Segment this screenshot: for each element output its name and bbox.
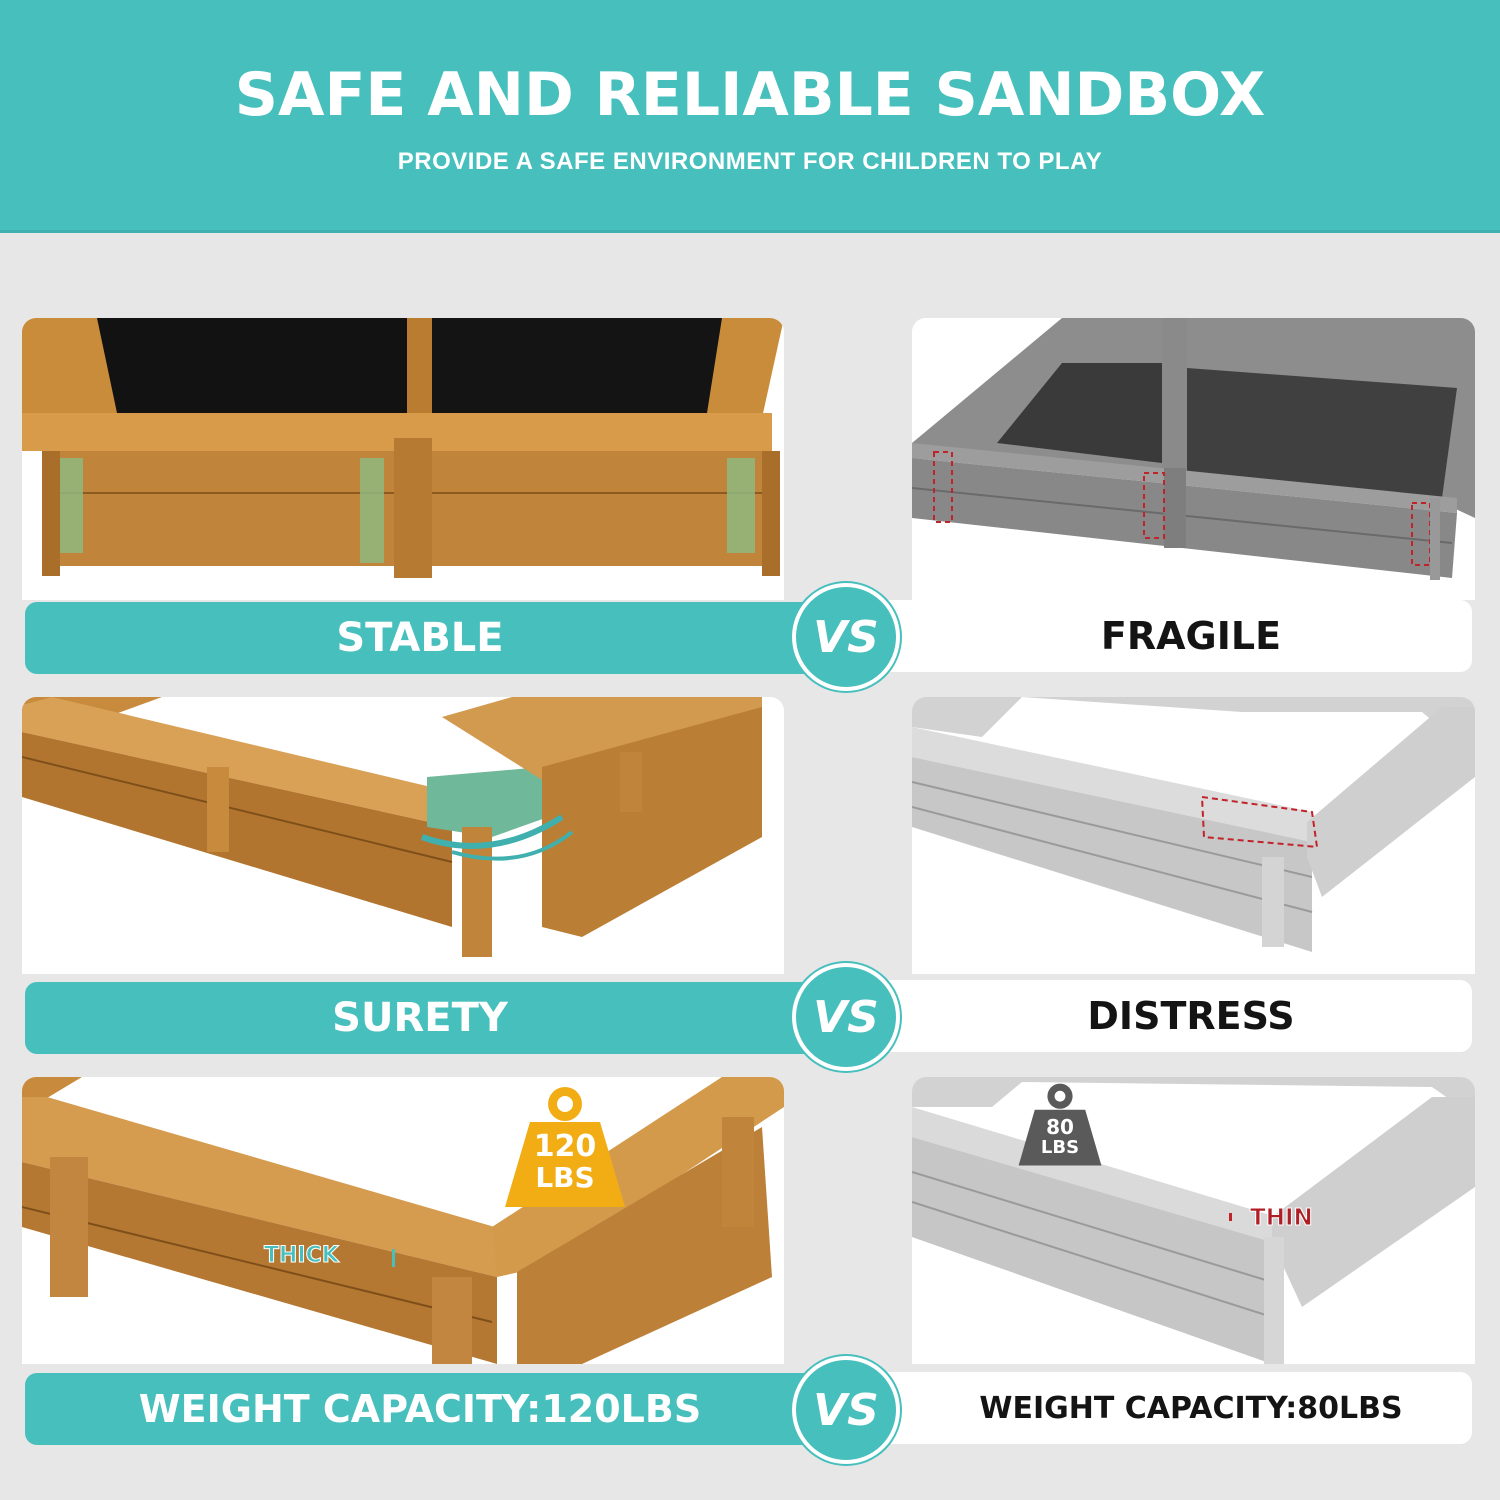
header-banner: SAFE AND RELIABLE SANDBOX PROVIDE A SAFE… [0,0,1500,233]
thickness-indicator [392,1249,395,1267]
weight-unit: LBS [535,1161,595,1194]
comparison-2-good-label-bar: SURETY [25,982,815,1054]
weight-value: 80 [1046,1115,1074,1139]
bad-sandbox-photo-1 [912,318,1475,600]
vs-badge: VS [792,1356,900,1464]
bad-label: WEIGHT CAPACITY:80LBS [979,1390,1403,1426]
vs-badge: VS [792,963,900,1071]
comparison-1-good-label-bar: STABLE [25,602,815,674]
weight-120-icon [505,1087,625,1207]
comparison-3-bad-label-bar: WEIGHT CAPACITY:80LBS [880,1372,1472,1444]
comparison-1-bad-label-bar: FRAGILE [880,600,1472,672]
thick-annotation: THICK [264,1243,340,1269]
weight-80-icon [1018,1083,1102,1166]
comparison-2-bad-label-bar: DISTRESS [880,980,1472,1052]
good-sandbox-photo-3: 120 LBS THICK [22,1077,784,1364]
good-label: STABLE [336,615,504,661]
good-label: WEIGHT CAPACITY:120LBS [138,1387,702,1431]
good-label: SURETY [332,995,508,1041]
bad-sandbox-photo-3: 80 LBS THIN [912,1077,1475,1364]
page-title: SAFE AND RELIABLE SANDBOX [234,60,1266,130]
vs-badge: VS [792,583,900,691]
page-subtitle: PROVIDE A SAFE ENVIRONMENT FOR CHILDREN … [397,148,1103,175]
thin-annotation: THIN [1250,1205,1314,1232]
weight-unit: LBS [1040,1137,1080,1158]
bad-sandbox-photo-2 [912,697,1475,974]
thin-indicator [1229,1213,1232,1221]
good-sandbox-photo-1 [22,318,784,600]
bad-label: FRAGILE [1100,614,1282,658]
good-sandbox-photo-2 [22,697,784,974]
comparison-3-good-label-bar: WEIGHT CAPACITY:120LBS [25,1373,815,1445]
bad-label: DISTRESS [1087,994,1295,1038]
weight-value: 120 [533,1129,597,1164]
